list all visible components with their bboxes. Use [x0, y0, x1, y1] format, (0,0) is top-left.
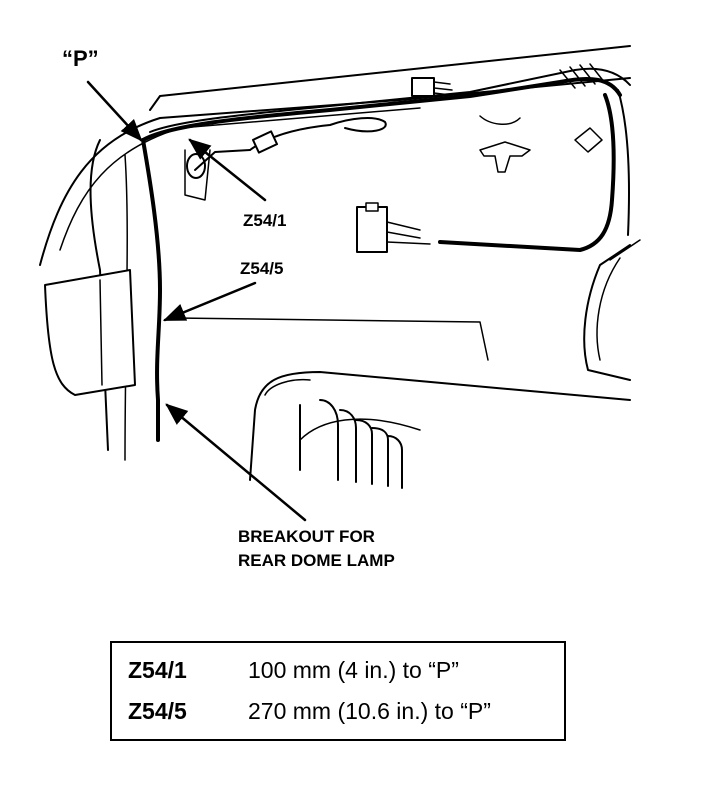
leader-z54-1: [188, 138, 267, 202]
legend-code: Z54/5: [128, 698, 187, 724]
seat-pleat-3: [339, 409, 357, 483]
legend-row: Z54/1 100 mm (4 in.) to “P”: [128, 657, 459, 684]
headliner-bump: [479, 115, 521, 125]
pigtail-connector: [251, 130, 279, 154]
pillar-harness: [141, 138, 162, 442]
seat-pleat-6: [387, 435, 403, 489]
label-z54-1: Z54/1: [243, 211, 286, 230]
right-harness-parallel: [617, 89, 630, 236]
label-z54-5: Z54/5: [240, 259, 283, 278]
seat-pleat-4: [355, 419, 373, 485]
retainer-clip: [479, 141, 531, 173]
label-breakout-line1: BREAKOUT FOR: [238, 527, 375, 546]
door-frame-inner: [596, 257, 621, 361]
roof-outer-edge: [39, 77, 631, 266]
measurement-legend: Z54/1 100 mm (4 in.) to “P” Z54/5 270 mm (…: [110, 641, 566, 741]
headliner-square: [574, 127, 603, 153]
grommet: [186, 153, 206, 179]
label-p: “P”: [62, 46, 99, 71]
legend-code: Z54/1: [128, 657, 187, 683]
seat-curve: [264, 378, 311, 396]
seat-top: [249, 371, 631, 481]
leader-z54-5: [162, 281, 257, 322]
seat-pleat-5: [371, 427, 389, 487]
headliner-edge: [174, 317, 489, 361]
seat-pleat-2: [319, 399, 339, 481]
seat-back-fold: [299, 418, 421, 441]
legend-value: 270 mm (10.6 in.) to “P”: [248, 698, 491, 724]
pillar-left-edge: [89, 139, 109, 451]
roof-connector-pins: [433, 81, 453, 96]
door-frame-outer: [583, 244, 631, 381]
legend-value: 100 mm (4 in.) to “P”: [248, 657, 459, 683]
roof-harness: [141, 76, 622, 142]
trim-panel-slot: [99, 279, 103, 386]
dome-pigtail: [249, 117, 387, 151]
right-harness: [438, 93, 616, 252]
door-frame-edge: [609, 239, 641, 261]
grommet-body: [184, 149, 211, 201]
roof-connector: [411, 77, 435, 97]
trim-panel: [44, 269, 136, 396]
harness-tape: [559, 63, 606, 89]
pigtail-lead: [194, 149, 251, 171]
center-connector-pins: [386, 221, 431, 245]
center-connector-latch: [365, 202, 379, 212]
legend-row: Z54/5 270 mm (10.6 in.) to “P”: [128, 698, 491, 725]
leader-p: [86, 80, 143, 142]
roof-top-edge: [149, 45, 631, 111]
center-connector: [356, 206, 388, 253]
roof-harness-parallel: [149, 67, 631, 133]
leader-breakout: [165, 403, 307, 522]
label-breakout-line2: REAR DOME LAMP: [238, 551, 395, 570]
